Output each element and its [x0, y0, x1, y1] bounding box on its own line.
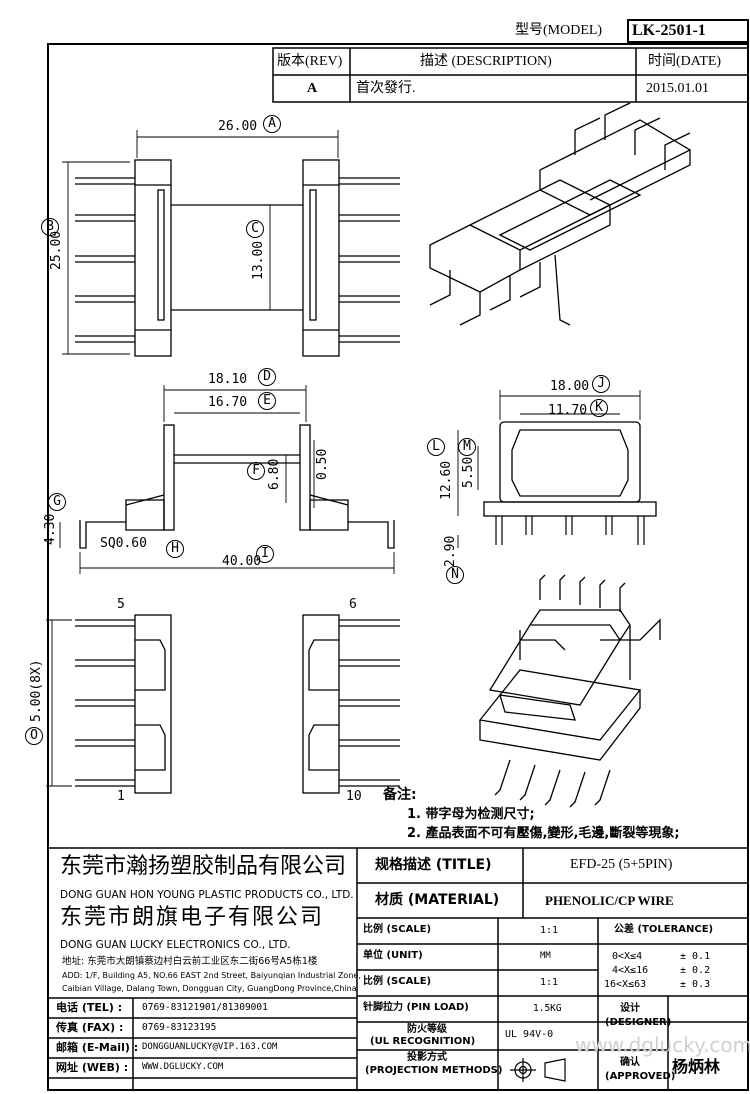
approved-value: 杨炳林 — [672, 1059, 721, 1076]
dim-letter-C: C — [246, 220, 264, 238]
company-name-1-cn: 东莞市瀚扬塑胶制品有限公司 — [60, 853, 347, 878]
tel-value: 0769-83121901/81309001 — [142, 1002, 268, 1013]
tolerance-range-2: 4<X≤16 — [612, 965, 649, 976]
dim-letter-F: F — [247, 462, 265, 480]
notes-title: 备注: — [383, 787, 417, 803]
top-view — [62, 130, 400, 357]
spec-tolerance-label: 公差 (TOLERANCE) — [614, 924, 714, 935]
spec-pinload-value: 1.5KG — [533, 1003, 562, 1014]
watermark: www.dglucky.com — [575, 1033, 750, 1057]
pin-label-1: 1 — [117, 789, 125, 804]
tolerance-range-1: 0<X≤4 — [612, 951, 643, 962]
dim-sq060: SQ0.60 — [100, 536, 147, 551]
note-2: 2. 產品表面不可有壓傷,變形,毛邊,斷裂等現象; — [407, 826, 680, 841]
spec-scale2-label: 比例 (SCALE) — [363, 976, 432, 987]
company-name-2-cn: 东莞市朗旗电子有限公司 — [60, 904, 325, 929]
spec-material-value: PHENOLIC/CP WIRE — [545, 893, 674, 908]
pin-label-6: 6 — [349, 597, 357, 612]
mail-value: DONGGUANLUCKY@VIP.163.COM — [142, 1042, 278, 1052]
spec-unit-label: 单位 (UNIT) — [363, 950, 423, 961]
isometric-view-top — [429, 102, 692, 326]
spec-ul-value: UL 94V-0 — [505, 1029, 554, 1040]
date-value: 2015.01.01 — [646, 81, 709, 96]
dim-050: 0.50 — [315, 448, 330, 480]
dim-680: 6.80 — [267, 458, 282, 490]
dim-letter-H: H — [166, 540, 184, 558]
title-block-lines — [47, 847, 749, 1091]
front-view — [59, 385, 395, 574]
approved-label-en: (APPROVED) — [605, 1071, 676, 1082]
dim-letter-J: J — [592, 375, 610, 393]
tolerance-value-2: ± 0.2 — [680, 965, 711, 976]
company-name-2-en: DONG GUAN LUCKY ELECTRONICS CO., LTD. — [60, 939, 291, 951]
dim-letter-A: A — [263, 115, 281, 133]
designer-label-en: (DESIGNER) — [605, 1017, 672, 1028]
rev-col-header: 版本(REV) — [277, 54, 343, 69]
dim-25: 25.00 — [49, 230, 64, 270]
spec-projection-label: 投影方式 — [407, 1052, 447, 1063]
dim-40: 40.00 — [222, 554, 262, 569]
approved-label: 确认 — [620, 1057, 640, 1068]
spec-scale-value: 1:1 — [540, 925, 559, 936]
desc-col-header: 描述 (DESCRIPTION) — [420, 54, 552, 69]
spec-title-value: EFD-25 (5+5PIN) — [570, 857, 673, 872]
spec-material-label: 材质 (MATERIAL) — [375, 892, 500, 908]
date-col-header: 时间(DATE) — [648, 54, 722, 69]
dim-1810: 18.10 — [208, 372, 248, 387]
spec-title-label: 规格描述 (TITLE) — [375, 857, 492, 873]
desc-value: 首次發行. — [356, 81, 416, 96]
tolerance-range-3: 16<X≤63 — [604, 979, 647, 990]
company-address-en-2: Caibian Village, Dalang Town, Dongguan C… — [62, 984, 357, 993]
tolerance-value-3: ± 0.3 — [680, 979, 711, 990]
dim-18: 18.00 — [550, 379, 590, 394]
tel-label: 电话 (TEL) : — [56, 1001, 123, 1014]
fax-label: 传真 (FAX) : — [56, 1021, 124, 1034]
bottom-view — [46, 614, 400, 794]
tolerance-value-1: ± 0.1 — [680, 951, 711, 962]
dim-1670: 16.70 — [208, 395, 248, 410]
pin-label-10: 10 — [346, 789, 362, 804]
dim-550: 5.50 — [461, 456, 476, 488]
spec-unit-value: MM — [540, 951, 551, 961]
designer-label: 设计 — [620, 1003, 640, 1014]
dim-13: 13.00 — [251, 240, 266, 280]
dim-letter-M: M — [458, 438, 476, 456]
isometric-view-bottom — [478, 574, 661, 808]
dim-letter-G: G — [48, 493, 66, 511]
dim-letter-O: O — [25, 727, 43, 745]
spec-projection-label-en: (PROJECTION METHODS) — [365, 1065, 503, 1076]
rev-value: A — [307, 81, 318, 96]
company-address-en-1: ADD: 1/F, Building A5, NO.66 EAST 2nd St… — [62, 971, 361, 980]
dim-letter-K: K — [590, 399, 608, 417]
mail-label: 邮箱 (E-Mail) : — [56, 1041, 139, 1054]
projection-symbol — [510, 1058, 566, 1082]
pin-label-5: 5 — [117, 597, 125, 612]
dim-500-8x: 5.00(8X) — [29, 659, 44, 722]
dim-1260: 12.60 — [439, 460, 454, 500]
spec-scale2-value: 1:1 — [540, 977, 559, 988]
dim-letter-L: L — [427, 438, 445, 456]
dim-letter-N: N — [446, 566, 464, 584]
dim-letter-D: D — [258, 368, 276, 386]
dim-1170: 11.70 — [548, 403, 588, 418]
web-value: WWW.DGLUCKY.COM — [142, 1062, 224, 1072]
model-value: LK-2501-1 — [632, 22, 706, 39]
fax-value: 0769-83123195 — [142, 1022, 217, 1033]
spec-pinload-label: 针脚拉力 (PIN LOAD) — [363, 1002, 469, 1013]
dim-290: 2.90 — [443, 535, 458, 567]
spec-ul-label-en: (UL RECOGNITION) — [370, 1036, 476, 1047]
note-1: 1. 带字母为检测尺寸; — [407, 807, 535, 822]
spec-ul-label: 防火等级 — [407, 1024, 447, 1035]
web-label: 网址 (WEB) : — [56, 1061, 129, 1074]
dim-letter-E: E — [258, 392, 276, 410]
dim-26: 26.00 — [218, 119, 258, 134]
model-label: 型号(MODEL) — [515, 23, 603, 38]
dim-letter-B: B — [41, 218, 59, 236]
dim-430: 4.30 — [43, 513, 58, 545]
dim-letter-I: I — [256, 545, 274, 563]
company-name-1-en: DONG GUAN HON YOUNG PLASTIC PRODUCTS CO.… — [60, 889, 354, 901]
company-address-cn: 地址: 东莞市大朗镇蔡边村白云前工业区东二街66号A5栋1楼 — [62, 956, 318, 967]
spec-scale-label: 比例 (SCALE) — [363, 924, 432, 935]
